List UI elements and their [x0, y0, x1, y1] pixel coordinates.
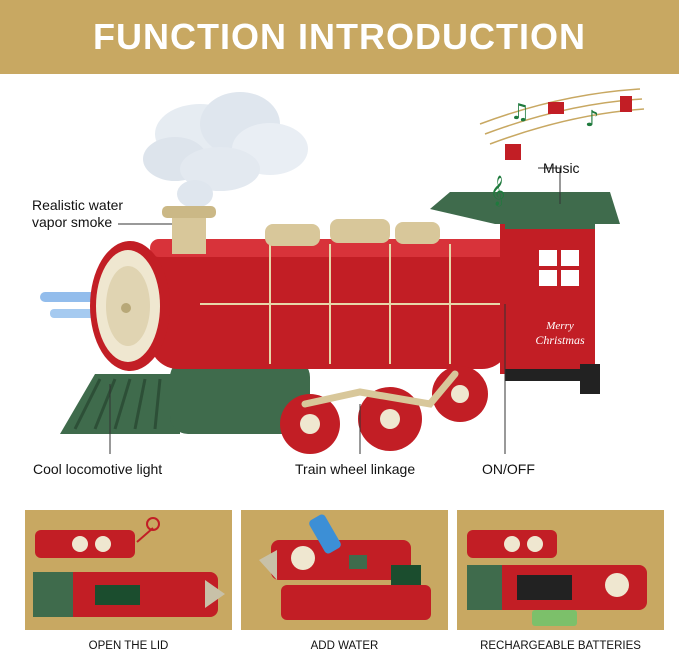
music-notes-icon: ♫ ♪ 𝄞 — [479, 88, 645, 207]
svg-text:♫: ♫ — [510, 100, 530, 125]
front-chassis — [170, 359, 310, 434]
cowcatcher — [60, 374, 180, 434]
decal-line2: Christmas — [535, 333, 585, 347]
svg-text:♪: ♪ — [585, 107, 599, 132]
wheels — [280, 366, 488, 454]
smokestack — [172, 214, 206, 254]
decal-line1: Merry — [545, 320, 574, 332]
train-illustration: Merry Christmas ♫ ♪ 𝄞 — [40, 88, 645, 454]
callout-wheel: Train wheel linkage — [295, 461, 416, 477]
wheel-linkage — [301, 370, 459, 408]
panel-caption-batteries: RECHARGEABLE BATTERIES — [480, 640, 641, 652]
svg-text:𝄞: 𝄞 — [490, 175, 505, 207]
callout-smoke-line1: Realistic water — [32, 197, 124, 213]
callout-music: Music — [543, 160, 580, 176]
callout-light: Cool locomotive light — [33, 461, 163, 477]
smoke-cloud-icon — [143, 92, 308, 208]
page-title: FUNCTION INTRODUCTION — [93, 16, 586, 57]
panel-open-lid — [25, 510, 232, 630]
panel-caption-add-water: ADD WATER — [310, 640, 379, 652]
cab — [500, 224, 595, 374]
header-banner: FUNCTION INTRODUCTION — [0, 0, 679, 74]
panel-add-water — [241, 510, 448, 630]
panel-caption-open-lid: OPEN THE LID — [88, 640, 169, 652]
callout-smoke: Realistic water vapor smoke — [32, 197, 123, 231]
panel-batteries — [457, 510, 664, 630]
callout-smoke-line2: vapor smoke — [32, 214, 113, 230]
callout-switch: ON/OFF — [482, 461, 535, 477]
